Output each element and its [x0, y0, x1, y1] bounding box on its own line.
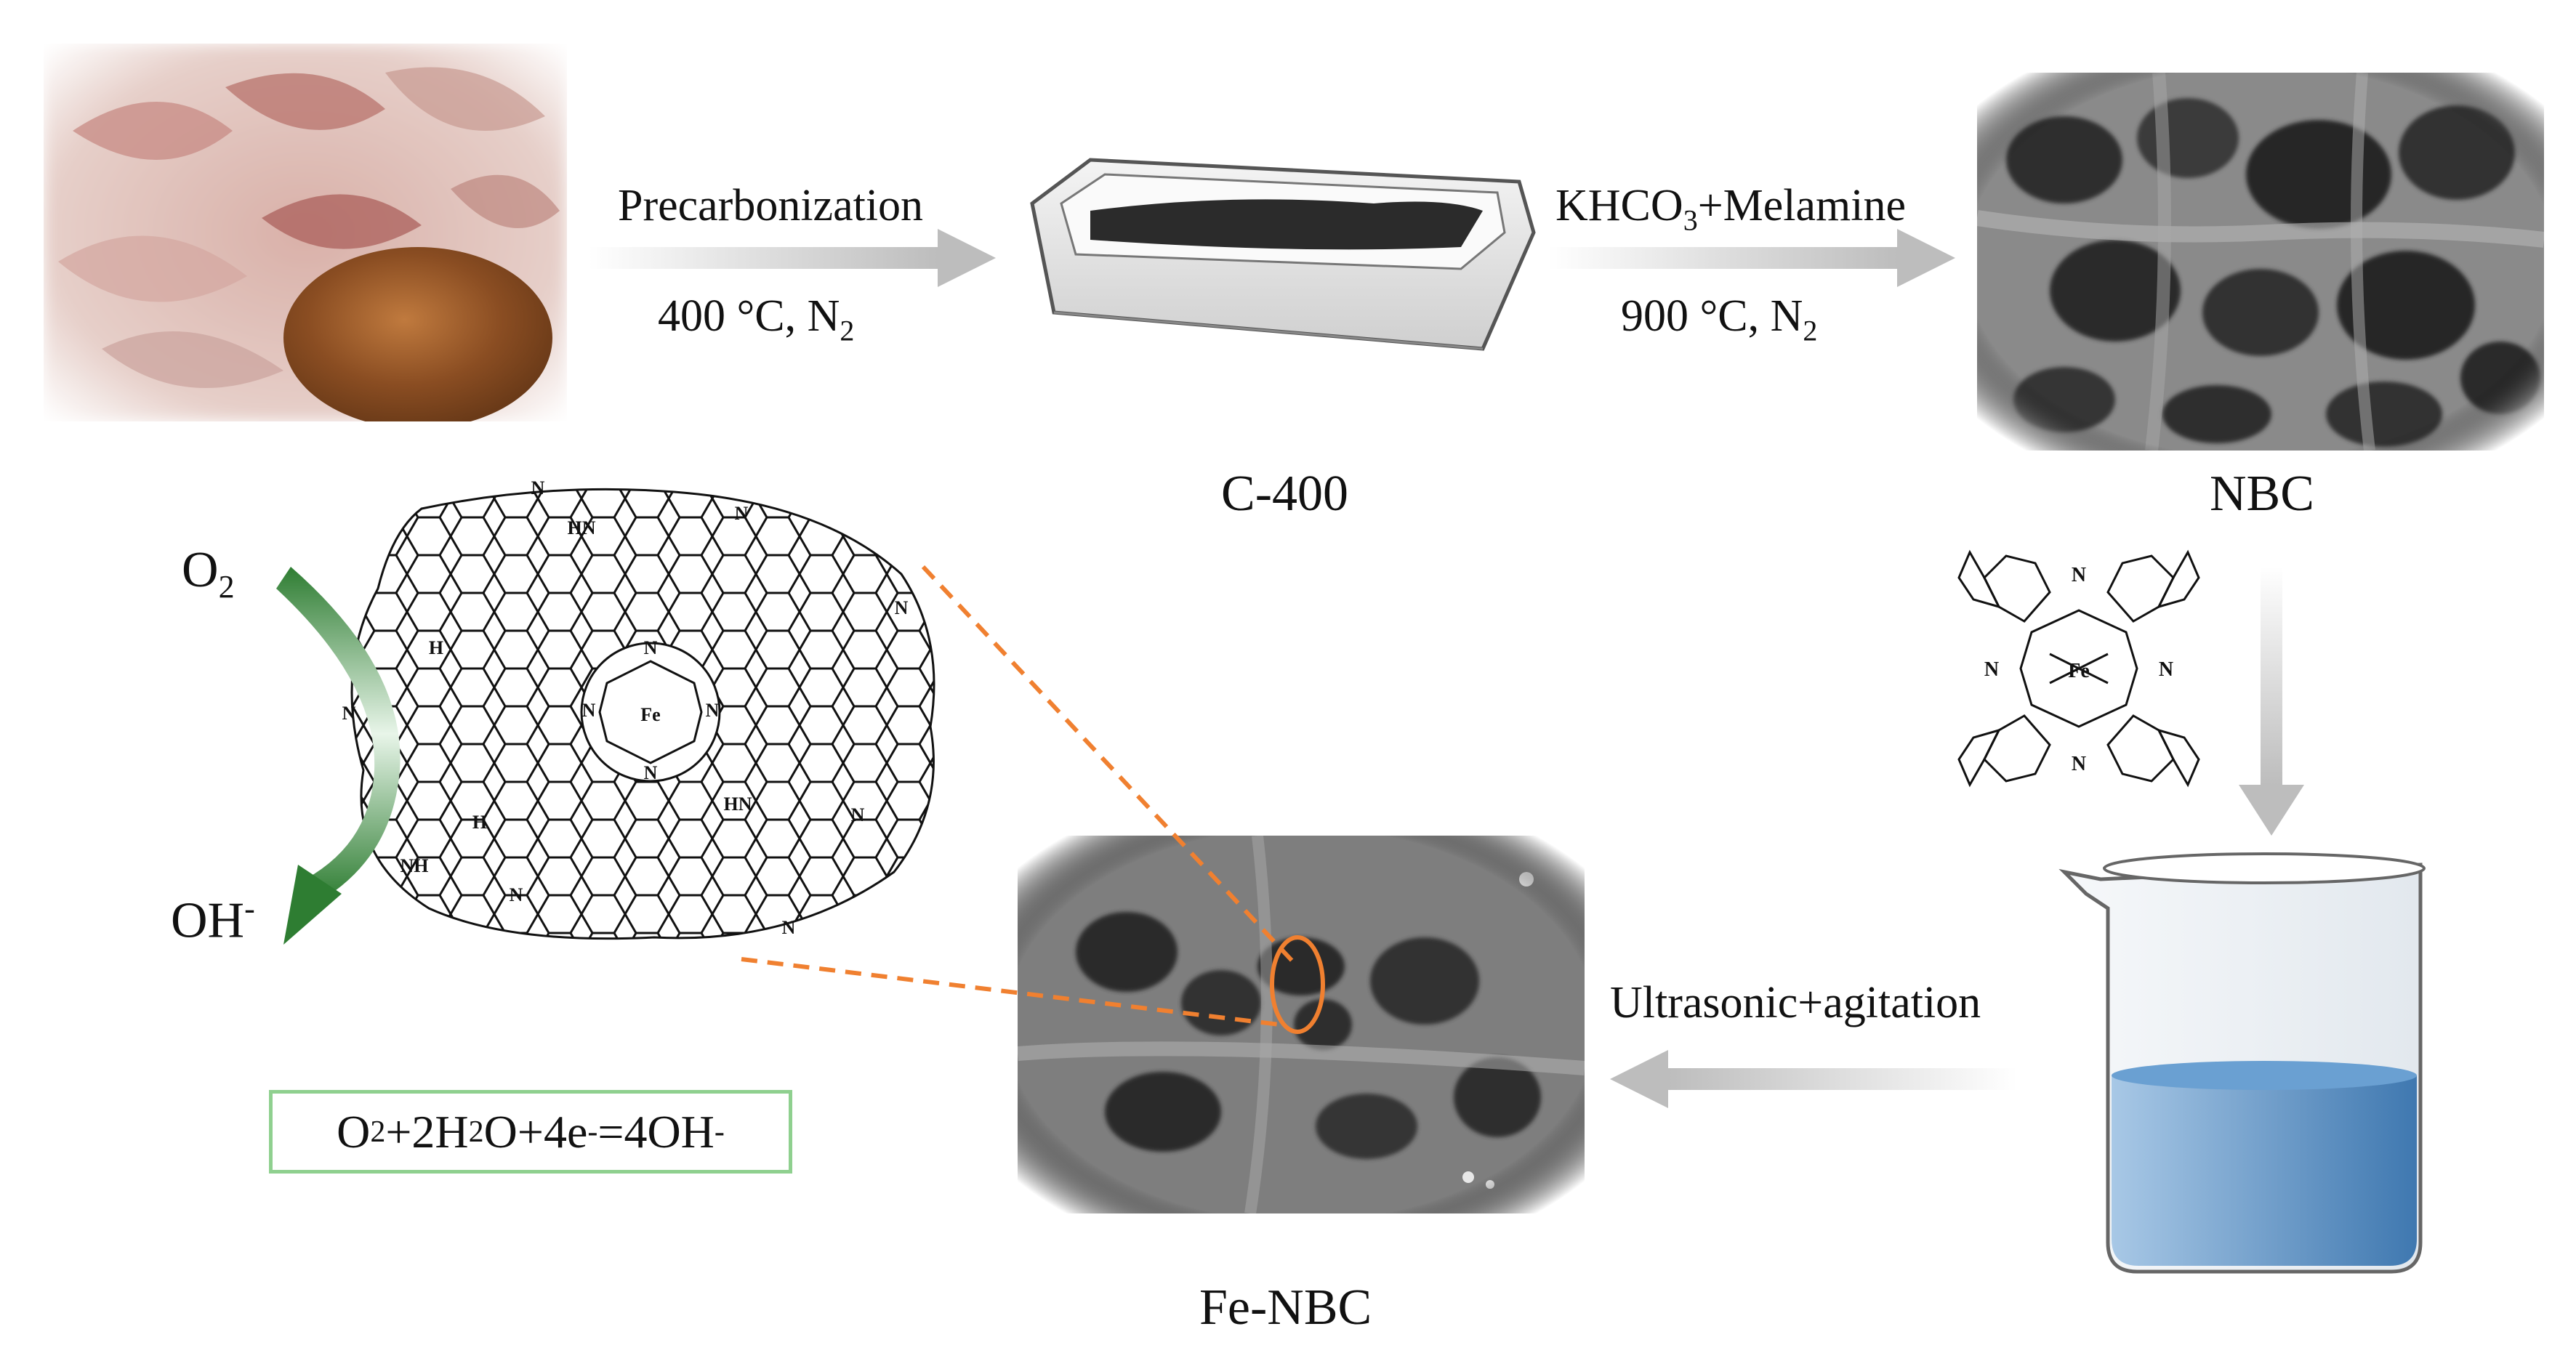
- fepc-fe: Fe: [2068, 660, 2090, 682]
- product-fe-nbc: Fe-NBC: [1199, 1280, 1372, 1336]
- o2-label: O2: [182, 541, 235, 605]
- o2-main: O: [182, 542, 219, 598]
- graphene-n-6: N: [735, 503, 749, 524]
- product-c400: C-400: [1221, 466, 1348, 522]
- arrow-activation: [1548, 225, 1955, 291]
- beaker: [2057, 850, 2464, 1286]
- graphene-h-1: H: [429, 637, 443, 658]
- step3-label: Ultrasonic+agitation: [1610, 978, 1981, 1027]
- graphene-hn-2: HN: [724, 793, 752, 815]
- eq-4oh: =4OH: [597, 1105, 715, 1158]
- step1-label-bottom: 400 °C, N2: [658, 291, 854, 347]
- step2-label-bottom: 900 °C, N2: [1621, 291, 1817, 347]
- arrow-precarbonization: [589, 225, 996, 291]
- oh-sup: -: [244, 891, 255, 926]
- precarbonization-text: Precarbonization: [618, 181, 924, 230]
- step2-reagent-1-sub: 3: [1683, 203, 1698, 237]
- leaves-illustration: [44, 44, 567, 429]
- fepc-molecule: N N N N Fe: [1948, 538, 2210, 799]
- step2-condition: 900 °C, N: [1621, 291, 1803, 341]
- fe-nbc-sem-image: [1017, 835, 1585, 1215]
- eq-sup1: -: [587, 1115, 598, 1149]
- step1-condition: 400 °C, N: [658, 291, 840, 341]
- eq-s1: 2: [370, 1115, 386, 1149]
- graphene-hn-1: HN: [568, 517, 596, 538]
- oh-main: OH: [171, 892, 245, 949]
- step2-label-top: KHCO3+Melamine: [1555, 180, 1906, 237]
- step1-condition-sub: 2: [840, 314, 855, 347]
- eq-o: O: [337, 1105, 371, 1158]
- leaves-powder-photo: [44, 44, 567, 429]
- product-nbc: NBC: [2210, 466, 2314, 522]
- graphene-n-2: N: [644, 762, 658, 783]
- eq-sup2: -: [714, 1115, 725, 1149]
- graphene-nh-1: NH: [401, 855, 429, 876]
- nbc-sem-image: [1976, 72, 2545, 452]
- oh-label: OH-: [171, 890, 255, 950]
- crucible-boat: [1010, 153, 1548, 371]
- step1-label-top: Precarbonization: [618, 180, 923, 232]
- graphene-n-5: N: [531, 480, 545, 498]
- fepc-n-bottom: N: [2072, 753, 2086, 775]
- eq-s2: 2: [468, 1115, 484, 1149]
- graphene-n-1: N: [644, 637, 658, 658]
- graphene-h-2: H: [472, 812, 487, 833]
- step2-reagent-1: KHCO: [1555, 181, 1683, 230]
- graphene-fe: Fe: [640, 704, 660, 725]
- fepc-n-right: N: [2159, 658, 2173, 681]
- graphene-n-7: N: [895, 597, 909, 618]
- graphene-n-3: N: [582, 700, 596, 721]
- eq-o4e: O+4e: [483, 1105, 588, 1158]
- graphene-n-11: N: [782, 917, 796, 938]
- graphene-n-10: N: [510, 884, 523, 905]
- fepc-n-top: N: [2072, 564, 2086, 586]
- arrow-ultrasonic: [1610, 1046, 2017, 1112]
- fepc-n-left: N: [1984, 658, 1999, 681]
- orr-curved-arrow: [276, 552, 436, 959]
- graphene-n-4: N: [706, 700, 720, 721]
- step2-reagent-2: +Melamine: [1697, 181, 1907, 230]
- fe-nc-graphene-structure: Fe N N N N N N N N N N N HN HN NH H H: [320, 477, 967, 959]
- arrow-down-to-beaker: [2235, 567, 2308, 843]
- graphene-n-9: N: [851, 804, 865, 825]
- graphene-n-8: N: [342, 703, 356, 724]
- eq-2h: +2H: [385, 1105, 469, 1158]
- o2-sub: 2: [218, 569, 235, 605]
- step2-condition-sub: 2: [1803, 314, 1818, 347]
